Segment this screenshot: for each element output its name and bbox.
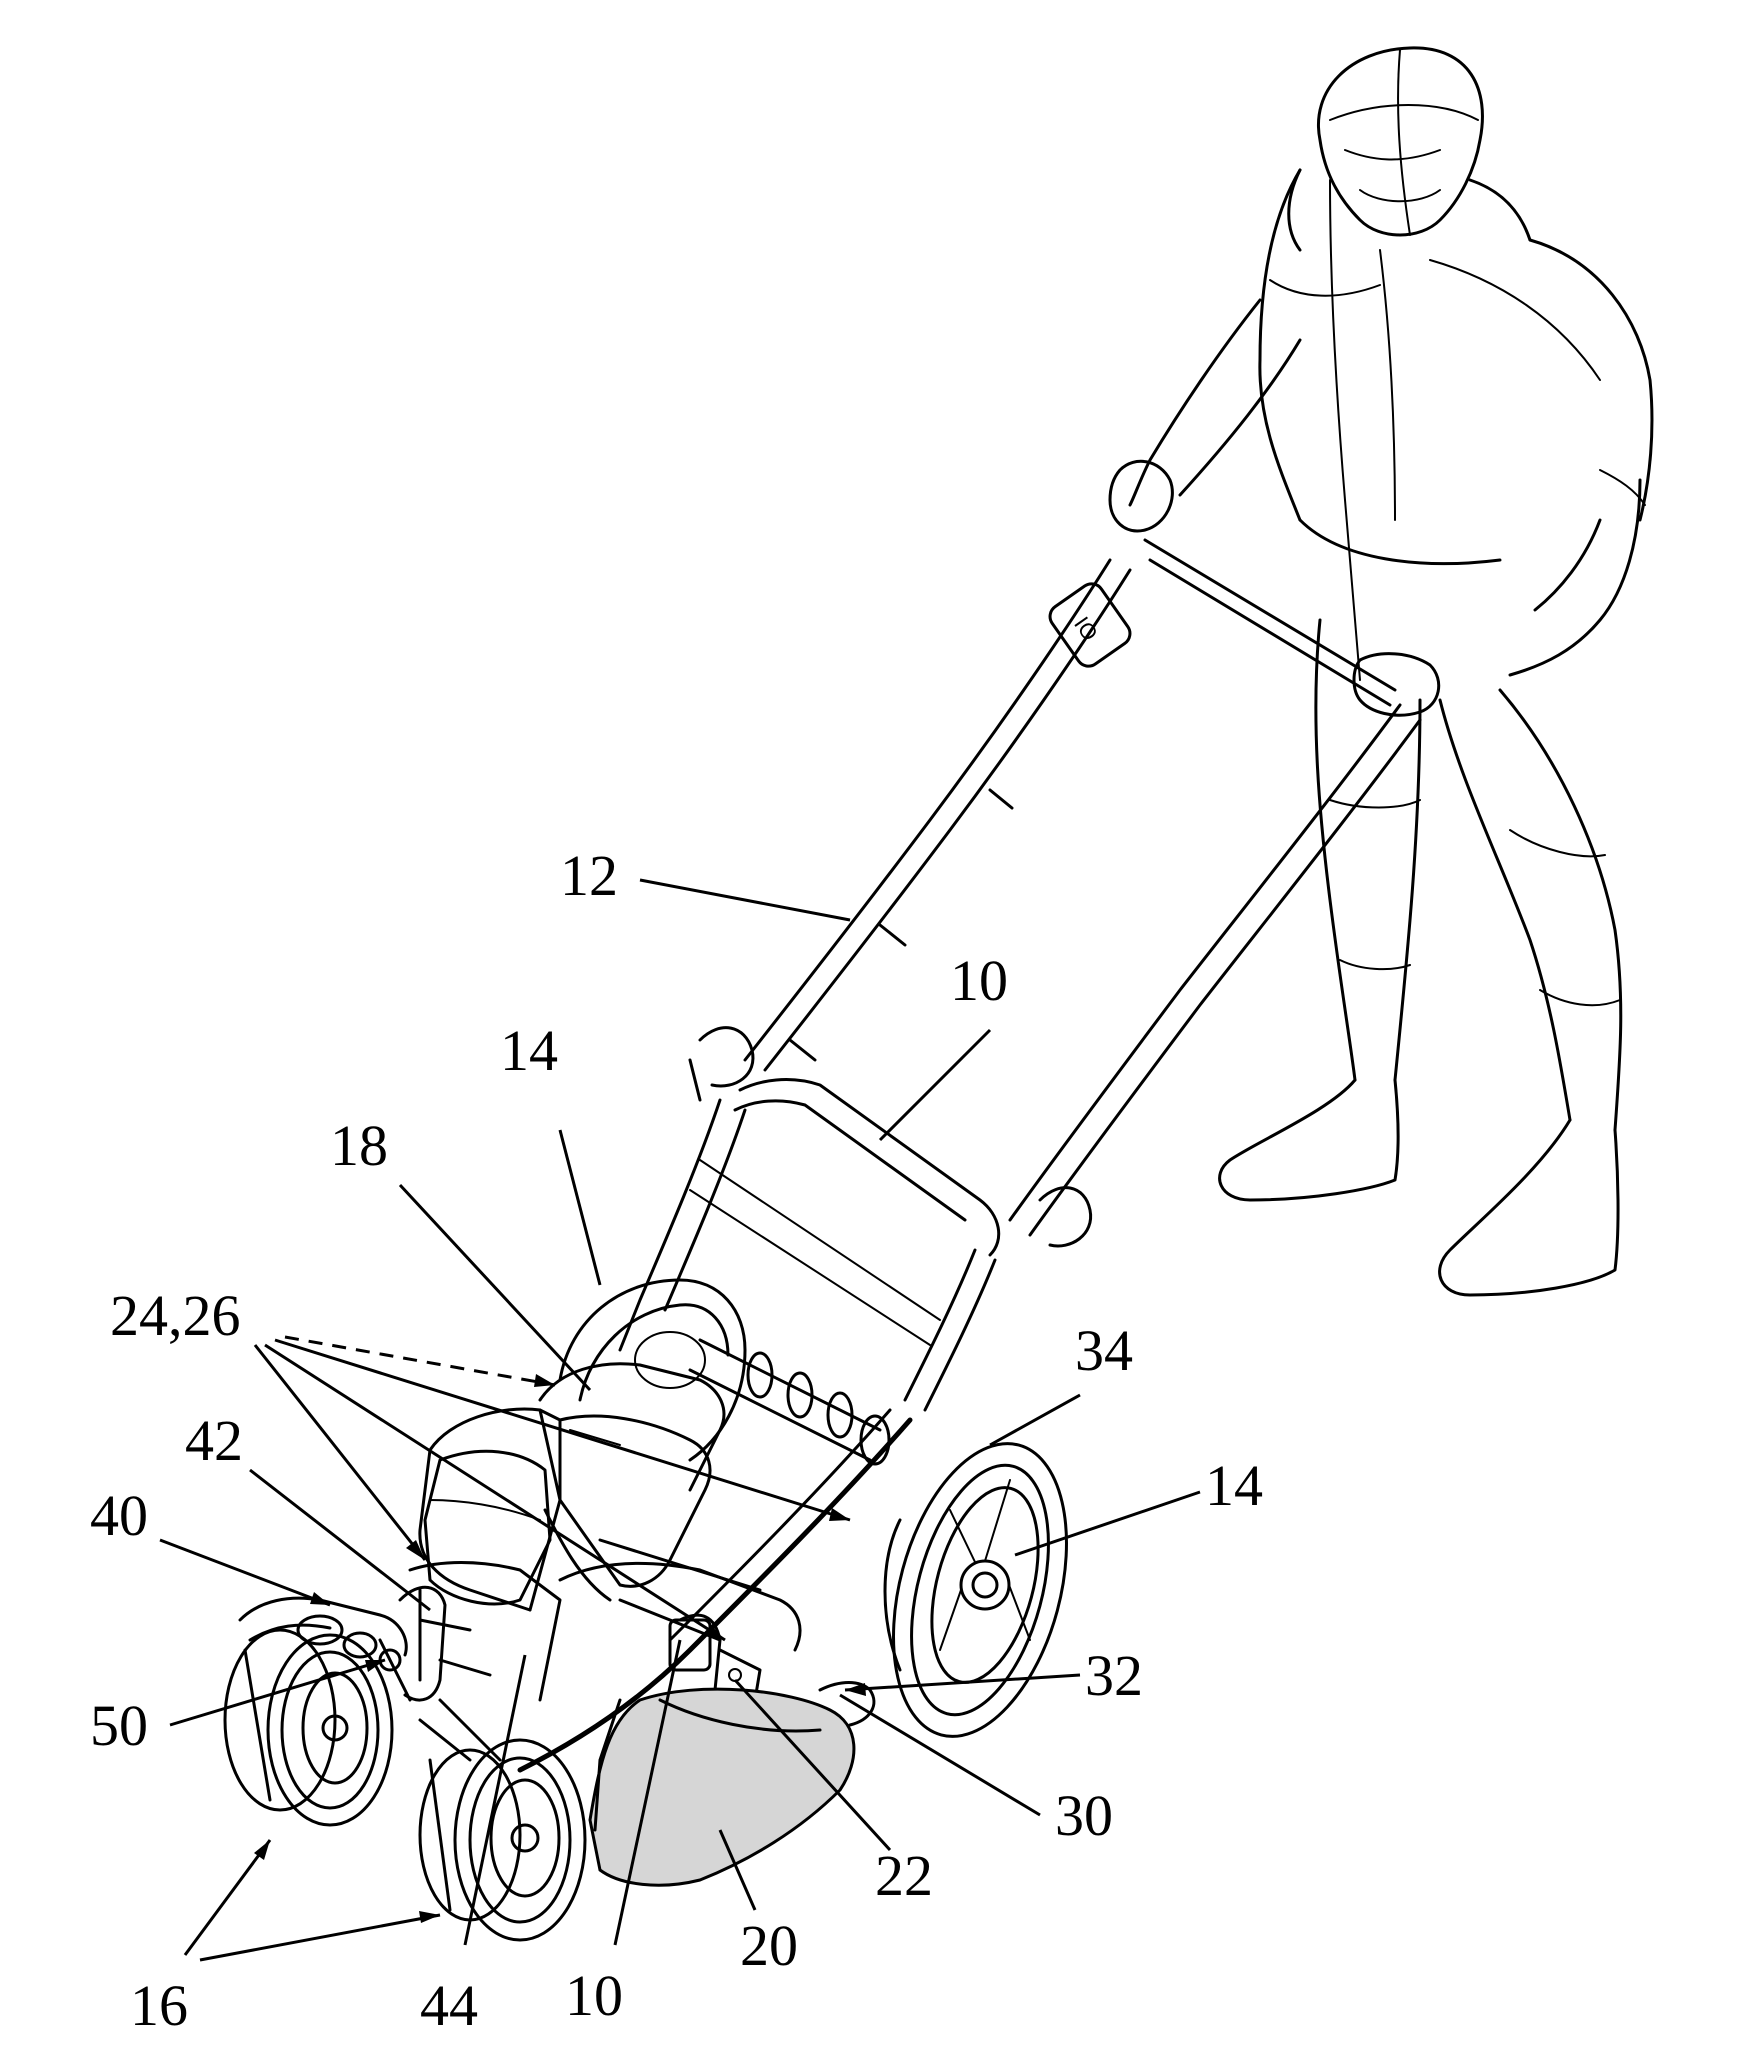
mower-handle: IO bbox=[690, 540, 1420, 1246]
rear-right-wheel bbox=[864, 1424, 1096, 1755]
label-deck-20: 20 bbox=[740, 1913, 798, 1978]
label-battery-18: 18 bbox=[330, 1113, 388, 1178]
label-bracket-42: 42 bbox=[185, 1408, 243, 1473]
label-arm-40: 40 bbox=[90, 1483, 148, 1548]
operator-figure bbox=[1110, 48, 1652, 1295]
lower-frame bbox=[520, 1080, 999, 1770]
motor-housing bbox=[560, 1540, 800, 1705]
label-wheels-16: 16 bbox=[130, 1973, 188, 2038]
label-hub-34: 34 bbox=[1075, 1318, 1133, 1383]
label-24-26: 24,26 bbox=[110, 1283, 241, 1348]
label-sensor-32: 32 bbox=[1085, 1643, 1143, 1708]
label-handle-12: 12 bbox=[560, 843, 618, 908]
label-motor-22: 22 bbox=[875, 1843, 933, 1908]
front-caster-assembly bbox=[225, 1563, 585, 1941]
label-wheel-14-right: 14 bbox=[1205, 1453, 1263, 1518]
label-wheel-14-left: 14 bbox=[500, 1018, 558, 1083]
label-pivot-50: 50 bbox=[90, 1693, 148, 1758]
label-link-44: 44 bbox=[420, 1973, 478, 2038]
label-frame-10-upper: 10 bbox=[950, 948, 1008, 1013]
label-frame-10-lower: 10 bbox=[565, 1963, 623, 2028]
label-deck-edge-30: 30 bbox=[1055, 1783, 1113, 1848]
